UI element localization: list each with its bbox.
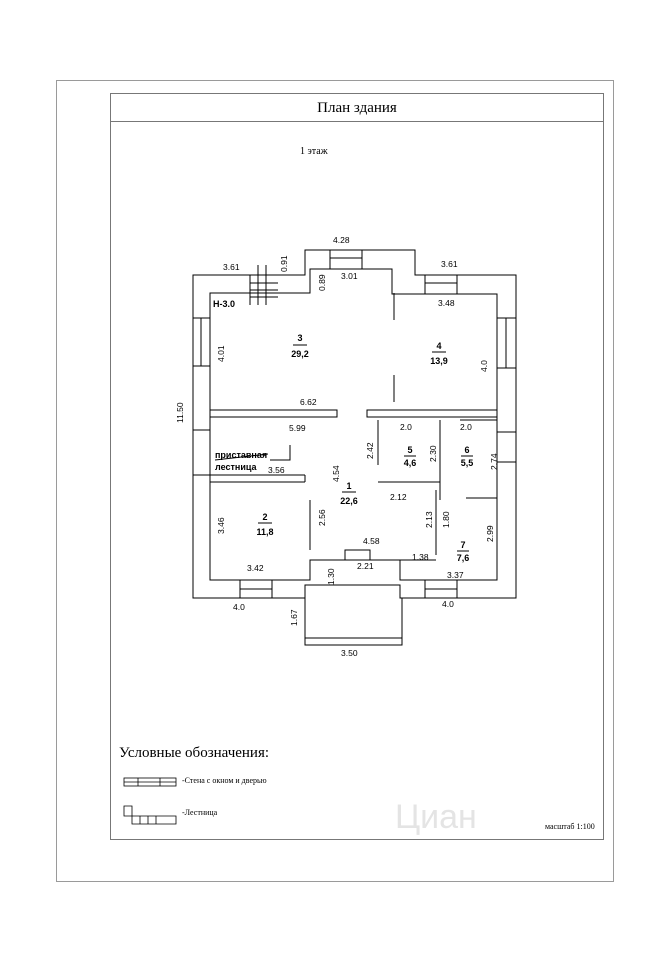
- drawing-frame: [110, 93, 604, 840]
- dim: 3.48: [438, 298, 455, 308]
- outer-wall-inner: [209, 268, 498, 581]
- room-6-number: 6: [464, 445, 469, 455]
- dim: 2.56: [317, 509, 327, 526]
- dim: 2.42: [365, 442, 375, 459]
- porch: [304, 598, 403, 646]
- dim: 4.0: [233, 602, 245, 612]
- room-5-area: 4,6: [404, 458, 417, 468]
- room-4-area: 13,9: [430, 356, 448, 366]
- dim: 5.99: [289, 423, 306, 433]
- room-3-area: 29,2: [291, 349, 309, 359]
- dim: 2.30: [428, 445, 438, 462]
- dim: 4.01: [216, 345, 226, 362]
- dim: 0.91: [279, 255, 289, 272]
- dim: 2.12: [390, 492, 407, 502]
- legend-symbols: [123, 777, 177, 825]
- room-3-number: 3: [297, 333, 302, 343]
- dim: 3.56: [268, 465, 285, 475]
- room-4-number: 4: [436, 341, 441, 351]
- dim: 1.30: [326, 568, 336, 585]
- scale-label: масштаб 1:100: [545, 822, 595, 831]
- dim: 4.0: [479, 360, 489, 372]
- dim: 3.61: [223, 262, 240, 272]
- door-entrance: [344, 549, 371, 561]
- legend-item-stair: -Лестница: [182, 808, 218, 817]
- room-6-area: 5,5: [461, 458, 474, 468]
- watermark: Циан: [395, 798, 477, 836]
- dim: 0.89: [317, 274, 327, 291]
- dim: 4.28: [333, 235, 350, 245]
- room-5-number: 5: [407, 445, 412, 455]
- room-1-area: 22,6: [340, 496, 358, 506]
- room-1-number: 1: [346, 481, 351, 491]
- dim: 4.58: [363, 536, 380, 546]
- dim: 2.74: [489, 453, 499, 470]
- dim: 1.80: [441, 511, 451, 528]
- dim: 11.50: [175, 402, 185, 423]
- window-left-2: [192, 429, 211, 476]
- wall-4-1: [366, 409, 498, 418]
- dim: 3.61: [441, 259, 458, 269]
- wall-3-1: [209, 409, 338, 418]
- window-top: [329, 249, 363, 270]
- room-2-number: 2: [262, 512, 267, 522]
- room-7-area: 7,6: [457, 553, 470, 563]
- dim: 2.99: [485, 525, 495, 542]
- dim: 2.21: [357, 561, 374, 571]
- floor-label: 1 этаж: [300, 146, 328, 157]
- room-7-number: 7: [460, 540, 465, 550]
- dim: 1.67: [289, 609, 299, 626]
- legend-item-wall: -Стена с окном и дверью: [182, 776, 267, 785]
- dim: 6.62: [300, 397, 317, 407]
- stair-note-line1: приставная: [215, 450, 267, 460]
- dim: 3.50: [341, 648, 358, 658]
- dim: 1.38: [412, 552, 429, 562]
- plan-title: План здания: [317, 100, 397, 116]
- dim: 3.46: [216, 517, 226, 534]
- dim: 3.42: [247, 563, 264, 573]
- legend-stair-symbol: [123, 805, 177, 825]
- window-top-right: [424, 274, 458, 295]
- title-band: [110, 93, 604, 122]
- dim: 4.54: [331, 465, 341, 482]
- stair-note-line2: лестница: [215, 462, 258, 472]
- dim: 3.01: [341, 271, 358, 281]
- dim: 2.0: [460, 422, 472, 432]
- room-2-area: 11,8: [256, 527, 273, 537]
- sheet-outer-border: [56, 80, 614, 882]
- legend-title: Условные обозначения:: [119, 745, 270, 761]
- level-mark: Н-3.0: [213, 299, 235, 309]
- dim: 3.37: [447, 570, 464, 580]
- dim: 2.13: [424, 511, 434, 528]
- window-right-2: [496, 431, 517, 463]
- dim: 4.0: [442, 599, 454, 609]
- dim: 2.0: [400, 422, 412, 432]
